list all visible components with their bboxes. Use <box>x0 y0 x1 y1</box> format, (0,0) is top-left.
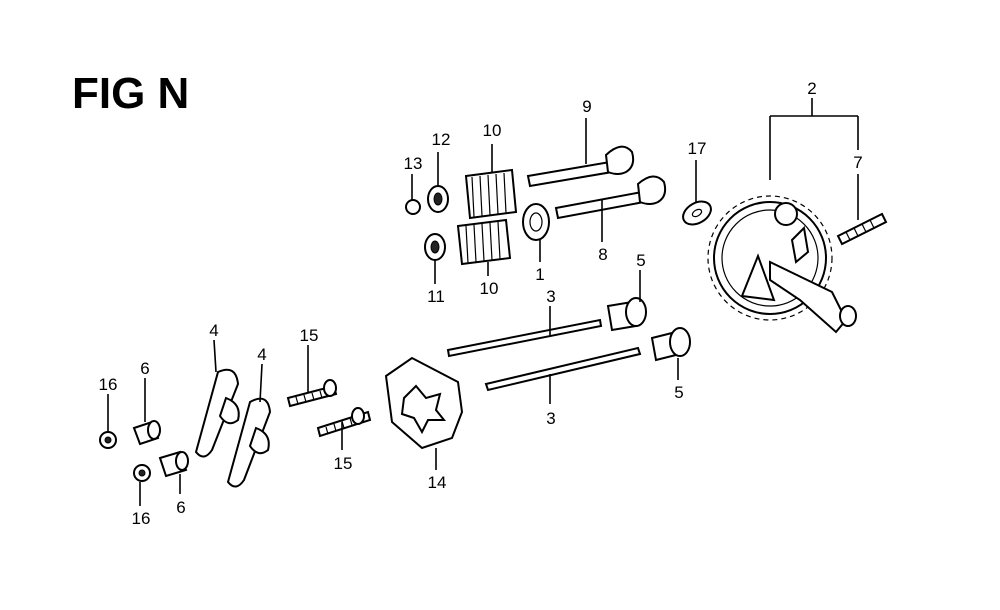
callout-16-upper: 16 <box>99 375 118 394</box>
callout-5-upper: 5 <box>636 251 645 270</box>
valve-keeper-13 <box>405 199 421 215</box>
pivot-lower <box>158 450 189 478</box>
valve-spring-upper <box>464 168 518 220</box>
callout-7: 7 <box>853 153 862 172</box>
callout-14: 14 <box>428 473 447 492</box>
callout-4-left: 4 <box>209 321 218 340</box>
callout-10-lower: 10 <box>480 279 499 298</box>
callout-6-lower: 6 <box>176 498 185 517</box>
callout-4-right: 4 <box>257 345 266 364</box>
washer-17 <box>682 200 712 226</box>
callout-15-upper: 15 <box>300 326 319 345</box>
tappet-upper <box>606 297 647 332</box>
callout-3-lower: 3 <box>546 409 555 428</box>
callout-12: 12 <box>432 130 451 149</box>
callout-10-upper: 10 <box>483 121 502 140</box>
callout-17: 17 <box>688 139 707 158</box>
callout-9: 9 <box>582 97 591 116</box>
callout-3-upper: 3 <box>546 287 555 306</box>
lock-nut-lower <box>133 464 151 482</box>
valve-spring-lower <box>456 218 512 266</box>
guide-plate-14 <box>384 356 464 450</box>
callout-15-lower: 15 <box>334 454 353 473</box>
stem-seal-1 <box>522 203 550 241</box>
callout-16-lower: 16 <box>132 509 151 528</box>
tappet-lower <box>650 327 691 362</box>
callout-5-lower: 5 <box>674 383 683 402</box>
lock-nut-upper <box>99 431 117 449</box>
callout-2: 2 <box>807 79 816 98</box>
callout-6-upper: 6 <box>140 359 149 378</box>
pushrod-upper <box>446 318 603 358</box>
leader-lines <box>107 98 859 506</box>
rocker-arm-left <box>194 368 240 458</box>
callout-13: 13 <box>404 154 423 173</box>
pushrod-lower <box>484 346 642 392</box>
intake-valve-9 <box>526 145 635 188</box>
figure-title: FIG N <box>72 69 189 118</box>
valve-retainer-11 <box>424 233 446 261</box>
callout-labels: 13 12 10 9 17 2 7 11 10 1 8 5 3 3 5 15 1… <box>99 79 863 528</box>
callout-1: 1 <box>535 265 544 284</box>
valve-retainer-12 <box>427 185 449 213</box>
decomp-spring-7 <box>836 212 888 246</box>
camshaft-gear-2 <box>707 195 857 334</box>
pivot-stud-upper <box>286 379 338 408</box>
pivot-stud-lower <box>316 407 372 438</box>
callout-8: 8 <box>598 245 607 264</box>
pivot-upper <box>132 420 161 446</box>
callout-11: 11 <box>427 287 445 306</box>
exhaust-valve-8 <box>554 175 667 220</box>
